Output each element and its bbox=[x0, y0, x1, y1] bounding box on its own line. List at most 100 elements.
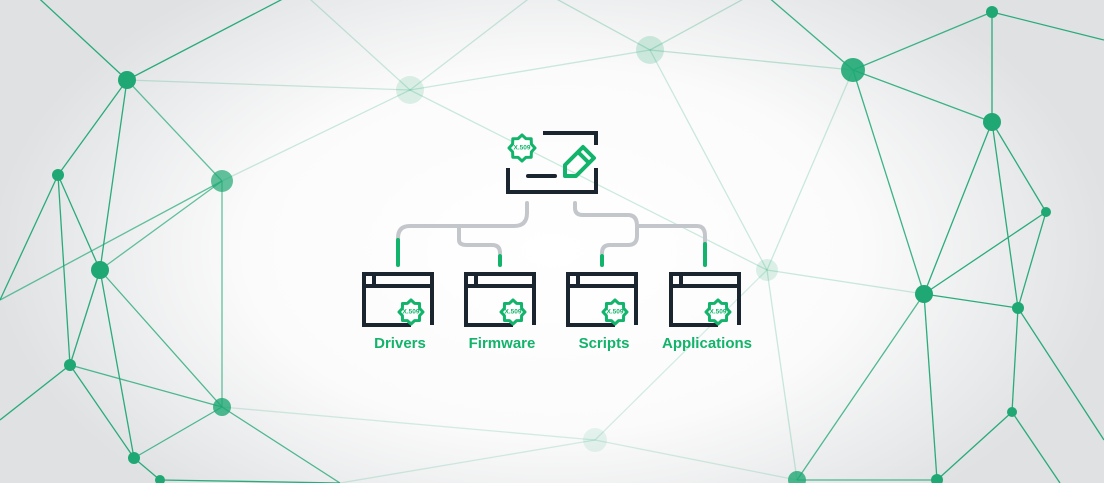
network-edge bbox=[594, 269, 768, 441]
network-node bbox=[91, 261, 109, 279]
network-node bbox=[788, 471, 806, 483]
x509-badge-icon: X.509 bbox=[507, 133, 537, 163]
badge-text: X.509 bbox=[514, 145, 531, 152]
connector-gray bbox=[396, 201, 529, 240]
network-node bbox=[1012, 302, 1024, 314]
network-edge bbox=[409, 49, 651, 91]
network-edge bbox=[923, 121, 993, 295]
network-edge bbox=[69, 269, 101, 366]
network-edge bbox=[57, 79, 128, 176]
network-node bbox=[986, 6, 998, 18]
network-edge bbox=[99, 79, 128, 271]
network-edge bbox=[923, 293, 1019, 309]
network-node bbox=[841, 58, 865, 82]
network-node bbox=[983, 113, 1001, 131]
network-edge bbox=[991, 121, 1047, 213]
child-label: Firmware bbox=[469, 335, 536, 352]
network-node bbox=[915, 285, 933, 303]
network-node bbox=[128, 452, 140, 464]
network-node bbox=[583, 428, 607, 452]
network-edge bbox=[991, 121, 1019, 309]
connector-gray bbox=[573, 201, 639, 255]
network-edge bbox=[649, 0, 744, 51]
network-edge bbox=[796, 293, 925, 481]
network-edge bbox=[69, 364, 223, 408]
network-edge bbox=[852, 11, 993, 71]
badge-text: X.509 bbox=[505, 309, 522, 316]
network-edge bbox=[126, 79, 223, 182]
network-edge bbox=[649, 49, 768, 271]
browser-window-icon bbox=[566, 272, 638, 327]
badge-text: X.509 bbox=[607, 309, 624, 316]
network-edge bbox=[221, 89, 411, 182]
network-edge bbox=[1017, 307, 1104, 441]
network-edge bbox=[1011, 307, 1019, 413]
network-node bbox=[118, 71, 136, 89]
network-edge bbox=[1011, 411, 1061, 483]
network-edge bbox=[649, 49, 854, 71]
network-node bbox=[211, 170, 233, 192]
network-edge bbox=[126, 0, 283, 81]
network-edge bbox=[99, 269, 135, 459]
x509-badge-icon: X.509 bbox=[601, 298, 629, 326]
child-label: Drivers bbox=[374, 335, 426, 352]
network-edge bbox=[923, 211, 1047, 295]
network-edge bbox=[409, 0, 529, 91]
network-node bbox=[1041, 207, 1051, 217]
network-edge bbox=[556, 0, 651, 51]
network-edge bbox=[766, 269, 798, 481]
x509-badge-icon: X.509 bbox=[499, 298, 527, 326]
network-edge bbox=[766, 269, 925, 295]
network-edge bbox=[221, 406, 341, 483]
network-edge bbox=[99, 269, 223, 408]
network-edge bbox=[852, 69, 925, 295]
network-node bbox=[1007, 407, 1017, 417]
network-edge bbox=[39, 0, 128, 81]
badge-text: X.509 bbox=[710, 309, 727, 316]
network-edge bbox=[1017, 211, 1047, 309]
network-edge bbox=[991, 11, 1104, 41]
network-edge bbox=[766, 69, 854, 271]
network-edge bbox=[57, 174, 71, 366]
network-edge bbox=[0, 174, 59, 301]
code-signing-document-icon: X.509 bbox=[506, 131, 598, 194]
network-node bbox=[396, 76, 424, 104]
network-edge bbox=[594, 439, 798, 481]
network-edge bbox=[57, 174, 101, 271]
network-node bbox=[155, 475, 165, 483]
network-node bbox=[756, 259, 778, 281]
child-label: Scripts bbox=[579, 335, 630, 352]
child-label: Applications bbox=[662, 335, 752, 352]
network-edge bbox=[69, 364, 135, 459]
network-edge bbox=[339, 439, 596, 483]
connector-gray bbox=[635, 224, 707, 244]
network-edge bbox=[0, 364, 71, 421]
network-edge bbox=[409, 89, 768, 271]
network-node bbox=[636, 36, 664, 64]
network-edge bbox=[770, 0, 854, 71]
network-node bbox=[931, 474, 943, 483]
network-edge bbox=[133, 406, 223, 459]
network-edge bbox=[0, 180, 223, 301]
browser-window-icon bbox=[362, 272, 434, 327]
x509-badge-icon: X.509 bbox=[397, 298, 425, 326]
network-edge bbox=[99, 180, 223, 271]
network-edge bbox=[936, 411, 1013, 481]
network-edge bbox=[852, 69, 993, 123]
badge-text: X.509 bbox=[403, 309, 420, 316]
network-node bbox=[52, 169, 64, 181]
x509-badge-icon: X.509 bbox=[704, 298, 732, 326]
network-edge bbox=[126, 79, 411, 91]
network-node bbox=[213, 398, 231, 416]
browser-window-icon bbox=[464, 272, 536, 327]
network-edge bbox=[221, 406, 596, 441]
network-edge bbox=[923, 293, 938, 481]
network-edge bbox=[310, 0, 411, 91]
browser-window-icon bbox=[669, 272, 741, 327]
connectors bbox=[396, 201, 707, 267]
